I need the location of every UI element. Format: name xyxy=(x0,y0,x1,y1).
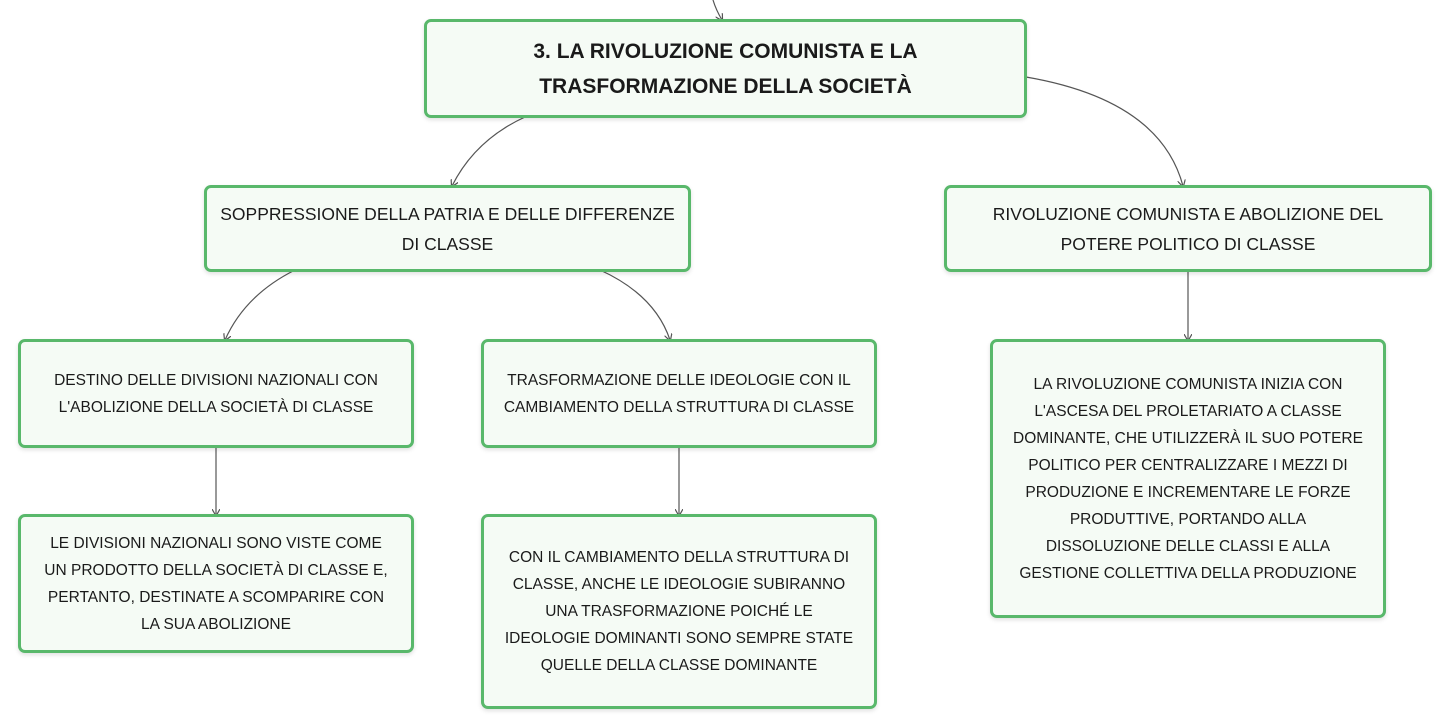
detail-trasformazione-ideologie[interactable]: CON IL CAMBIAMENTO DELLA STRUTTURA DI CL… xyxy=(481,514,877,709)
connector-branch-left-to-child-1 xyxy=(225,269,296,340)
topic-rivoluzione-abolizione-potere-label: RIVOLUZIONE COMUNISTA E ABOLIZIONE DEL P… xyxy=(992,203,1384,254)
subtopic-trasformazione-ideologie[interactable]: TRASFORMAZIONE DELLE IDEOLOGIE CON IL CA… xyxy=(481,339,877,448)
connector-root-to-branch-left xyxy=(452,116,526,186)
subtopic-trasformazione-ideologie-label: TRASFORMAZIONE DELLE IDEOLOGIE CON IL CA… xyxy=(503,371,855,416)
connector-branch-left-to-child-2 xyxy=(599,269,670,340)
root-topic-label: 3. LA RIVOLUZIONE COMUNISTA E LA TRASFOR… xyxy=(533,39,918,98)
detail-rivoluzione-comunista[interactable]: LA RIVOLUZIONE COMUNISTA INIZIA CON L'AS… xyxy=(990,339,1386,618)
subtopic-destino-divisioni-nazionali[interactable]: DESTINO DELLE DIVISIONI NAZIONALI CON L'… xyxy=(18,339,414,448)
connector-parent-to-root xyxy=(712,0,722,20)
detail-divisioni-nazionali[interactable]: LE DIVISIONI NAZIONALI SONO VISTE COME U… xyxy=(18,514,414,653)
topic-soppressione-patria[interactable]: SOPPRESSIONE DELLA PATRIA E DELLE DIFFER… xyxy=(204,185,691,272)
detail-rivoluzione-comunista-label: LA RIVOLUZIONE COMUNISTA INIZIA CON L'AS… xyxy=(1013,375,1363,582)
root-topic[interactable]: 3. LA RIVOLUZIONE COMUNISTA E LA TRASFOR… xyxy=(424,19,1027,118)
connector-root-to-branch-right xyxy=(1025,76,1183,186)
subtopic-destino-divisioni-nazionali-label: DESTINO DELLE DIVISIONI NAZIONALI CON L'… xyxy=(54,371,378,416)
detail-trasformazione-ideologie-label: CON IL CAMBIAMENTO DELLA STRUTTURA DI CL… xyxy=(504,549,854,674)
topic-rivoluzione-abolizione-potere[interactable]: RIVOLUZIONE COMUNISTA E ABOLIZIONE DEL P… xyxy=(944,185,1432,272)
detail-divisioni-nazionali-label: LE DIVISIONI NAZIONALI SONO VISTE COME U… xyxy=(44,534,388,633)
topic-soppressione-patria-label: SOPPRESSIONE DELLA PATRIA E DELLE DIFFER… xyxy=(220,203,675,254)
